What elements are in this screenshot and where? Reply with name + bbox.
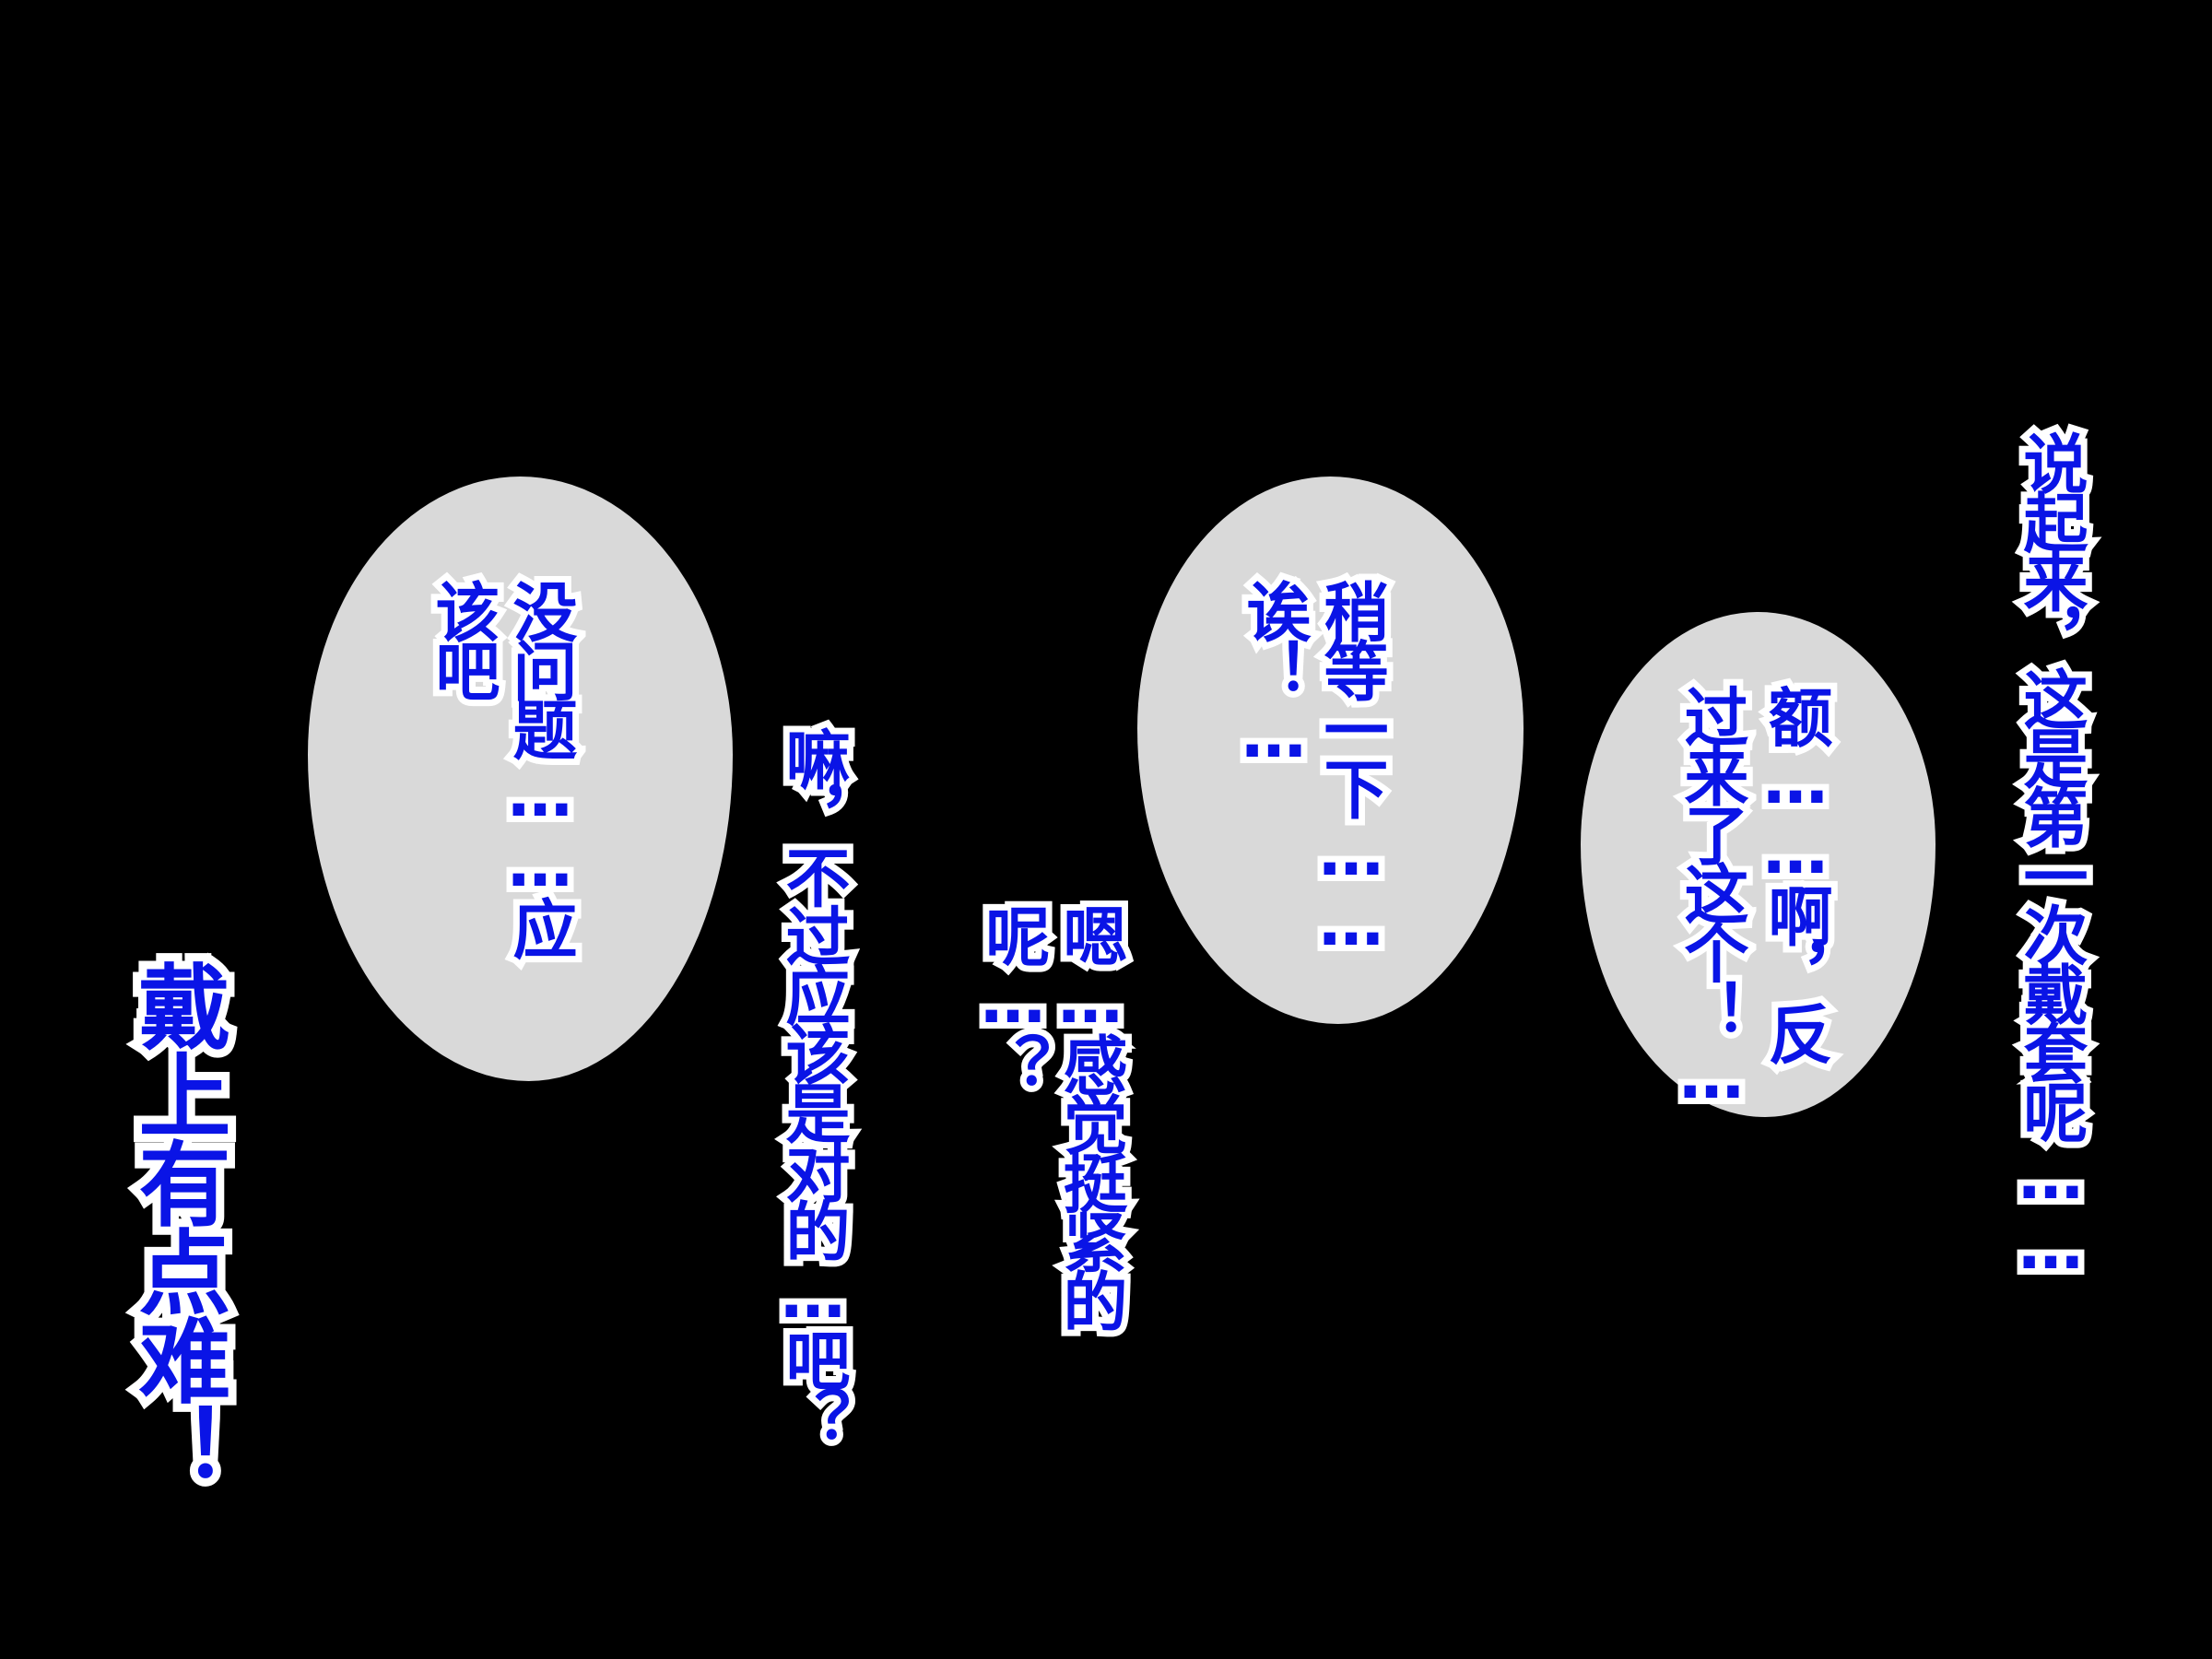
left-bubble-line-2: 该吧 xyxy=(418,572,507,703)
right-bubble-line-2: 过来了这个！… xyxy=(1667,677,1756,1114)
speech-bubble-right xyxy=(1581,612,1936,1117)
left-bubble-line-1: 没问题……应 xyxy=(496,572,584,961)
right-bubble-line-1: 额……啊，反 xyxy=(1751,677,1840,1066)
middle-bubble-line-2: 诶！… xyxy=(1230,572,1318,773)
mid-caption-line-1: 嗯…感觉挺紧的 xyxy=(1046,897,1135,1334)
center-caption: 嘛，不过应该是对的…吧？ xyxy=(769,720,857,1452)
middle-bubble-line-1: 稍等一下…… xyxy=(1307,572,1395,961)
mid-caption-line-2: 呢…？ xyxy=(969,897,1057,1098)
speech-bubble-left xyxy=(308,477,733,1081)
speech-bubble-middle xyxy=(1137,477,1524,1024)
left-caption: 戴上有点难！ xyxy=(114,951,239,1499)
right-caption: 说起来，这是第一次戴套呢…… xyxy=(2006,424,2095,1285)
